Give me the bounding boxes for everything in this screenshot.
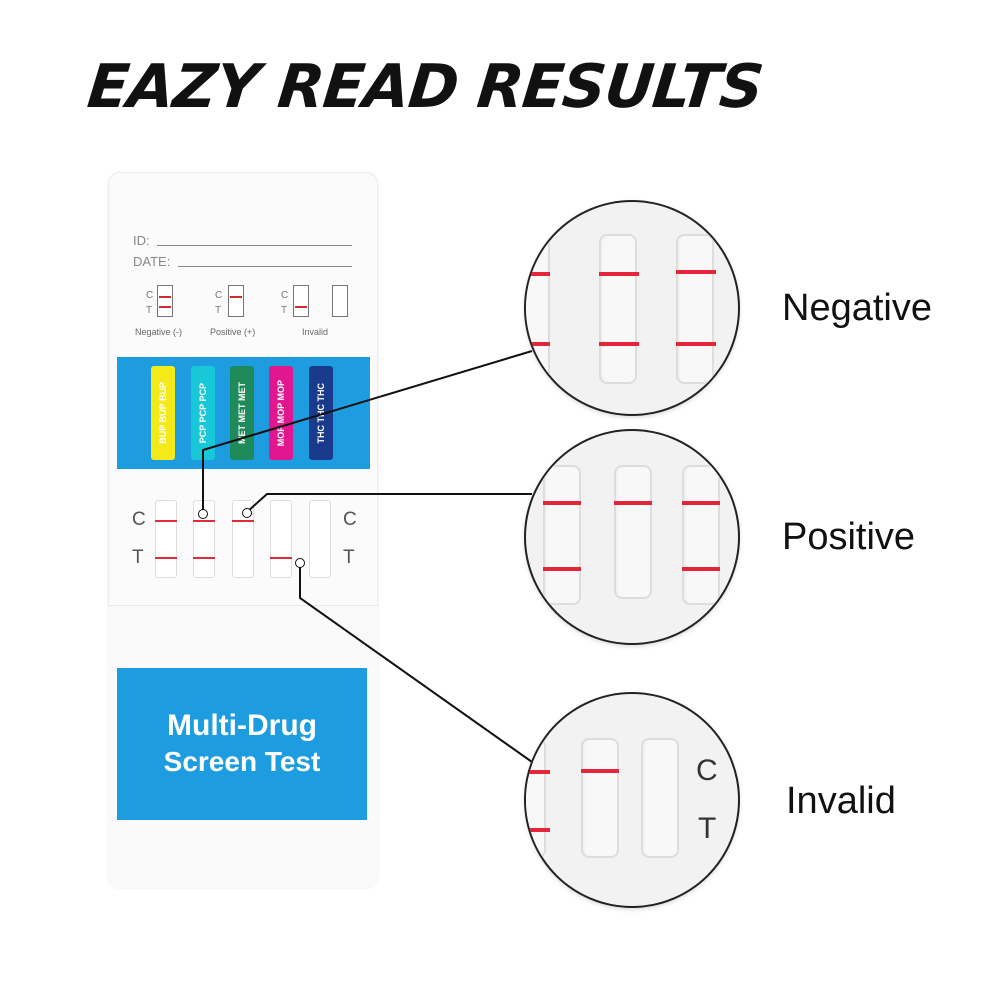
strip-met: MET MET MET [230,366,254,460]
t-line [270,557,292,559]
legend-negative-caption: Negative (-) [135,327,183,337]
zoom-window [581,738,619,858]
zoom-c-line [543,501,581,505]
legend-c-letter: C [146,290,154,301]
legend-invalid-window-1 [293,285,309,317]
zoom-window [641,738,679,858]
legend-t-line [159,306,171,308]
legend-c-line [159,296,171,298]
zoom-c-letter: C [696,754,718,787]
c-letter-left: C [132,509,146,530]
legend-invalid-window-2 [332,285,348,317]
c-letter-right: C [343,509,357,530]
t-letter-right: T [343,547,355,568]
zoom-window [526,234,550,384]
zoom-t-letter: T [698,812,717,845]
positive-callout-line [246,493,532,513]
c-line [232,520,254,522]
zoom-t-line [676,342,716,346]
id-line [157,245,352,246]
positive-callout-dot [242,508,252,518]
zoom-window [614,465,652,599]
t-line [155,557,177,559]
zoom-c-line [614,501,652,505]
zoom-window [599,234,637,384]
zoom-t-line [543,567,581,571]
result-window-5 [309,500,331,578]
negative-callout-line [202,350,533,513]
id-label: ID: [133,233,150,248]
c-line [193,520,215,522]
zoom-t-line [526,828,550,832]
legend-c-letter: C [215,290,223,301]
zoom-t-line [526,770,550,774]
legend-t-line [295,306,307,308]
product-name-line2: Screen Test [163,746,321,777]
zoom-c-line [682,501,720,505]
legend-c-letter: C [281,290,289,301]
c-line [155,520,177,522]
product-name-line1: Multi-Drug [167,709,317,742]
negative-callout-dot [198,509,208,519]
positive-label: Positive [782,516,916,558]
zoom-t-line [599,342,639,346]
legend-negative-window [157,285,173,317]
zoom-negative [526,202,738,414]
zoom-c-line [599,272,639,276]
date-label: DATE: [133,254,171,269]
zoom-window [543,465,581,605]
zoom-c-line [581,769,619,773]
invalid-callout-line [299,563,533,763]
zoom-window [676,234,714,384]
zoom-window [526,738,546,858]
strip-pcp: PCP PCP PCP [191,366,215,460]
t-line [193,557,215,559]
zoom-t-line [526,342,550,346]
invalid-callout-dot [295,558,305,568]
strip-bup: BUP BUP BUP [151,366,175,460]
result-window-3 [232,500,254,578]
legend-invalid-caption: Invalid [302,327,329,337]
zoom-invalid: C T [526,694,738,906]
zoom-window [682,465,720,605]
strip-mop: MOP MOP MOP [269,366,293,460]
legend-c-line [230,296,242,298]
legend-positive-window [228,285,244,317]
zoom-t-line [682,567,720,571]
legend-positive-caption: Positive (+) [210,327,256,337]
legend-t-letter: T [146,305,153,316]
zoom-c-line [526,272,550,276]
legend-t-letter: T [281,305,288,316]
product-label: Multi-Drug Screen Test [117,668,367,820]
zoom-positive [526,431,738,643]
t-letter-left: T [132,547,144,568]
invalid-label: Invalid [786,780,896,822]
negative-label: Negative [782,287,932,329]
zoom-c-line [676,270,716,274]
date-line [178,266,352,267]
legend-t-letter: T [215,305,222,316]
